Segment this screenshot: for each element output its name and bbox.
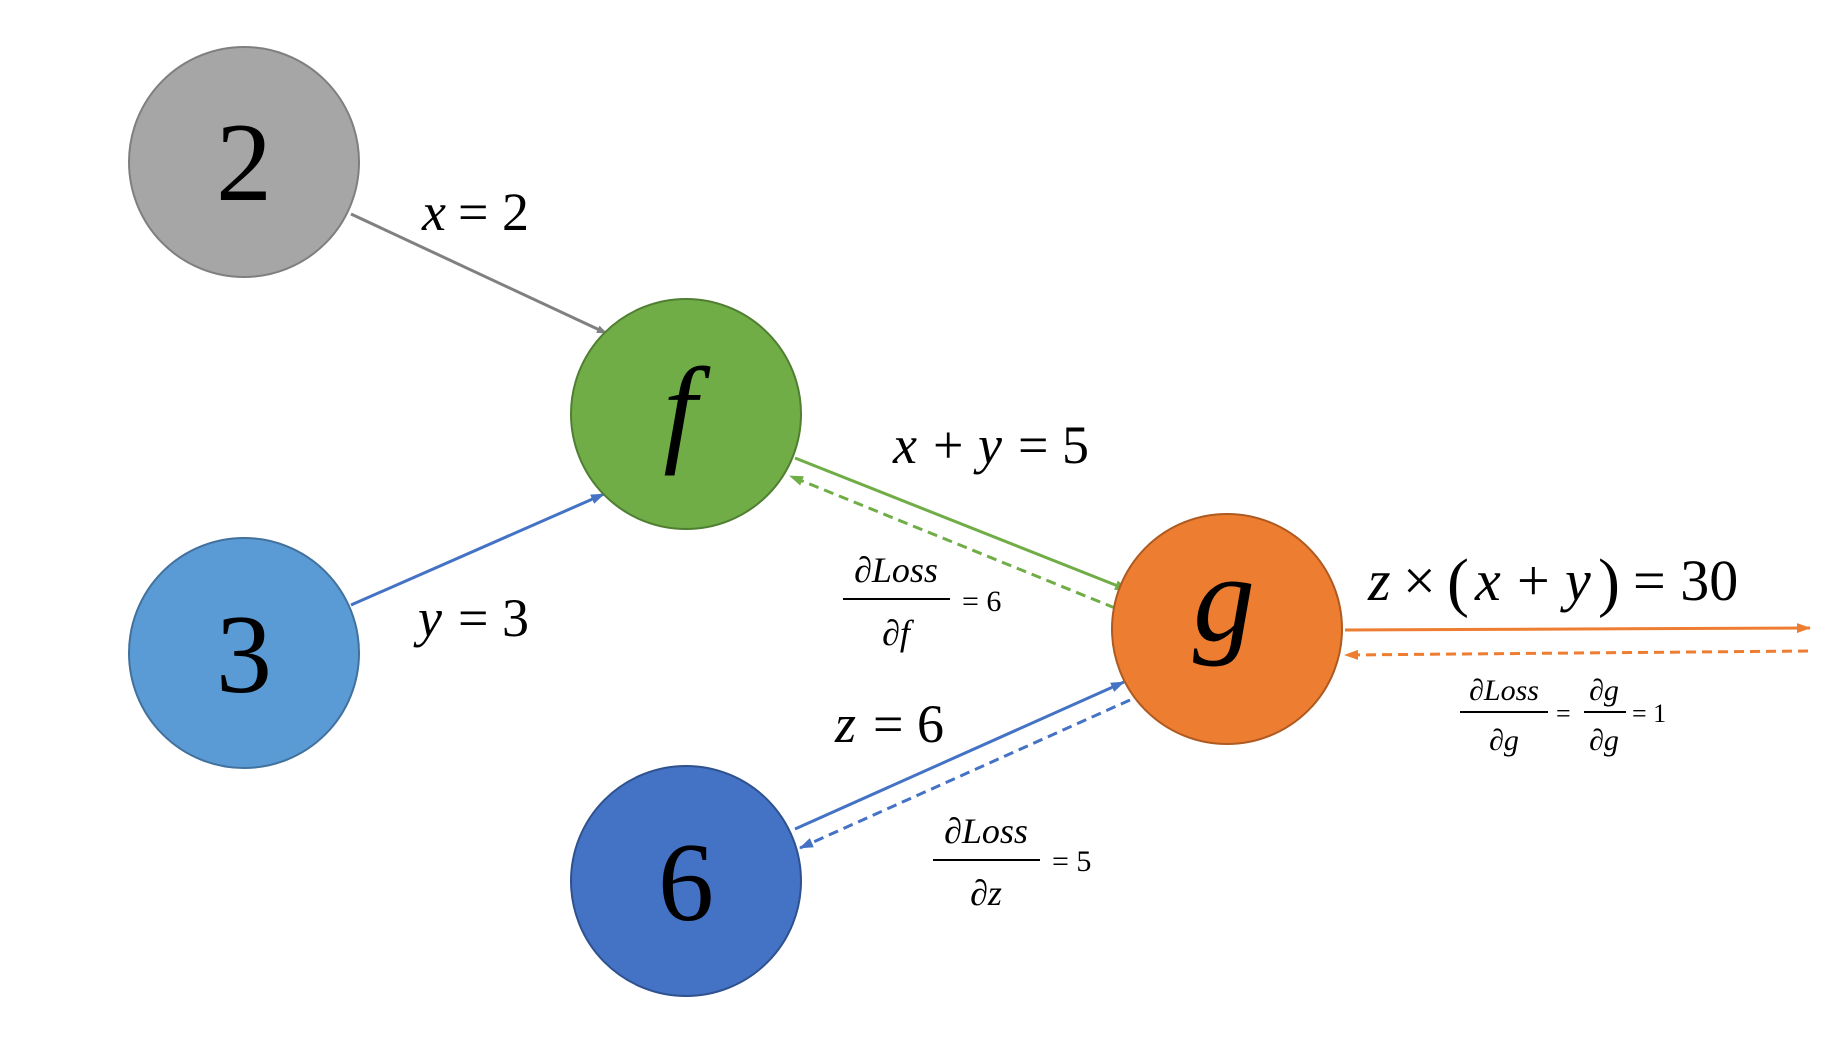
gradient-dg: ∂Loss ∂g = ∂g ∂g = 1 (1460, 674, 1666, 757)
label-out-close: ) (1598, 546, 1620, 619)
label-out-eq: = 30 (1633, 548, 1738, 613)
output-gradient-arrow (1344, 649, 1809, 660)
gradient-dg-den: ∂g (1489, 724, 1519, 757)
gradient-dz-eq: = 5 (1052, 845, 1091, 878)
label-out-plus: + (1517, 548, 1550, 613)
label-out-z: z (1367, 548, 1391, 613)
label-z-var: z (834, 694, 856, 754)
label-sum-y: y (973, 415, 1002, 475)
node-g-label: g (1193, 530, 1255, 667)
label-out-y: y (1560, 548, 1591, 613)
gradient-dz-num: ∂Loss (944, 811, 1028, 851)
gradient-df: ∂Loss ∂f = 6 (843, 550, 1001, 653)
label-sum-plus: + (933, 415, 963, 475)
gradient-dg-den2: ∂g (1589, 724, 1619, 757)
gradient-df-den: ∂f (882, 613, 915, 653)
gradient-dz: ∂Loss ∂z = 5 (933, 811, 1091, 913)
f-to-g-arrow (794, 456, 1129, 592)
g-to-f-gradient-arrow (789, 474, 1116, 610)
label-out-open: ( (1447, 546, 1469, 619)
node-z: 6 (570, 765, 802, 997)
node-y-label: 3 (216, 593, 272, 717)
gradient-dg-num: ∂Loss (1469, 674, 1539, 707)
label-x-var: x (421, 182, 446, 242)
label-out-times: × (1403, 548, 1436, 613)
y-to-f-arrow (350, 492, 605, 607)
label-y-equals: y = 3 (413, 588, 529, 648)
gradient-df-eq: = 6 (962, 585, 1001, 618)
g-output-arrow (1344, 623, 1811, 634)
node-z-label: 6 (658, 821, 714, 945)
z-to-g-arrow (794, 680, 1125, 831)
label-x-equals: x = 2 (421, 182, 529, 242)
gradient-dg-eq2: = 1 (1632, 699, 1666, 728)
label-z-eq: = 6 (873, 694, 944, 754)
gradient-df-num: ∂Loss (854, 550, 938, 590)
label-output: z × ( x + y ) = 30 (1367, 546, 1738, 619)
label-x-eq: = 2 (458, 182, 529, 242)
label-y-var: y (413, 588, 442, 648)
label-sum-x: x (892, 415, 917, 475)
node-x: 2 (128, 46, 360, 278)
gradient-dg-eq1: = (1556, 699, 1571, 728)
node-f: f (570, 298, 802, 530)
label-out-x: x (1474, 548, 1501, 613)
node-x-label: 2 (216, 101, 272, 225)
label-sum-eq: = 5 (1018, 415, 1089, 475)
x-to-f-arrow (350, 212, 607, 335)
node-y: 3 (128, 537, 360, 769)
node-g: g (1111, 513, 1343, 745)
label-sum: x + y = 5 (892, 415, 1089, 475)
label-z-equals: z = 6 (834, 694, 944, 754)
gradient-dz-den: ∂z (970, 873, 1002, 913)
gradient-dg-num2: ∂g (1589, 674, 1619, 707)
label-y-eq: = 3 (458, 588, 529, 648)
g-to-z-gradient-arrow (799, 698, 1131, 850)
